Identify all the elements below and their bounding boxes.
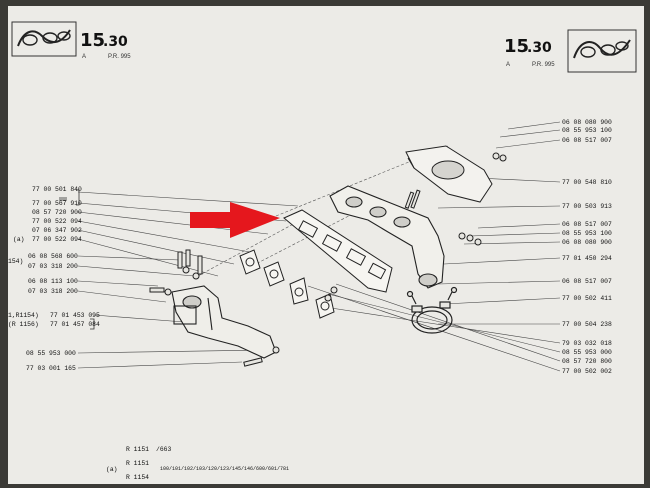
- part-number-label[interactable]: 77 00 504 238: [562, 321, 612, 328]
- applicability-table: R 1151 /663 R 1151 (a) 100/101/102/103/1…: [104, 446, 294, 484]
- footer-model: R 1151: [126, 446, 150, 453]
- footer-value: 100/101/102/103/120/123/145/146/600/601/…: [160, 466, 290, 472]
- part-number-label[interactable]: 77 00 548 810: [562, 179, 612, 186]
- intake-manifold: [171, 285, 277, 359]
- part-number-label[interactable]: 77 03 001 165: [26, 365, 76, 372]
- engine-thumbnail-icon-right: [567, 29, 637, 73]
- part-number-label[interactable]: 08 55 953 100: [562, 230, 612, 237]
- part-number-label[interactable]: 77 01 450 294: [562, 255, 612, 262]
- footer-model: R 1151: [126, 460, 150, 467]
- part-number-label[interactable]: 07 03 318 200: [28, 288, 78, 295]
- part-number-label[interactable]: 77 00 567 910: [32, 200, 82, 207]
- part-number-label[interactable]: 77 00 522 094: [32, 236, 82, 243]
- header-left: 15 .30 A P.R. 995: [8, 6, 148, 66]
- part-number-label[interactable]: 06 08 517 007: [562, 278, 612, 285]
- footer-value: /663: [156, 446, 172, 453]
- part-number-label[interactable]: 07 06 347 902: [32, 227, 82, 234]
- section-subnumber: .30: [103, 34, 128, 50]
- label-brackets: [59, 189, 95, 330]
- footer-prefix: (a): [106, 466, 118, 473]
- section-number: 15: [80, 30, 106, 51]
- part-number-label[interactable]: 06 08 080 900: [562, 119, 612, 126]
- part-number-label[interactable]: 77 01 457 084: [50, 321, 100, 328]
- part-number-label[interactable]: 08 57 720 900: [32, 209, 82, 216]
- exhaust-manifold: [329, 185, 445, 289]
- part-number-label[interactable]: 79 03 032 018: [562, 340, 612, 347]
- studs-bolts: [149, 152, 507, 367]
- variant-label: A: [82, 54, 87, 60]
- part-number-label[interactable]: 08 55 953 000: [562, 349, 612, 356]
- part-number-label[interactable]: 06 08 517 007: [562, 137, 612, 144]
- part-prefix: 1,R1154): [8, 312, 39, 319]
- part-number-label[interactable]: 08 55 953 100: [562, 127, 612, 134]
- part-number-label[interactable]: 77 01 453 095: [50, 312, 100, 319]
- part-number-label[interactable]: 06 08 517 007: [562, 221, 612, 228]
- ref-label-right: P.R. 995: [532, 62, 555, 68]
- part-number-label[interactable]: 06 08 080 900: [562, 239, 612, 246]
- heat-shield: [405, 145, 493, 203]
- part-prefix: (a): [13, 236, 25, 243]
- part-number-label[interactable]: 06 08 113 100: [28, 278, 78, 285]
- engine-thumbnail-icon: [11, 21, 77, 57]
- section-number-right: 15: [504, 36, 530, 57]
- part-prefix: 154): [8, 258, 24, 265]
- part-number-label[interactable]: 77 00 502 411: [562, 295, 612, 302]
- flange-gaskets: [239, 249, 335, 319]
- part-number-label[interactable]: 77 00 502 002: [562, 368, 612, 375]
- ref-label: P.R. 995: [108, 54, 131, 60]
- exhaust-clamp: [406, 286, 458, 334]
- part-number-label[interactable]: 07 03 318 200: [28, 263, 78, 270]
- leader-lines-left: [77, 191, 299, 369]
- part-number-label[interactable]: 77 00 501 840: [32, 186, 82, 193]
- red-arrow-icon: [190, 202, 280, 238]
- manifold-gasket: [283, 209, 393, 293]
- header-right: 15 .30 A P.R. 995: [498, 26, 644, 86]
- parts-sheet: 15 .30 A P.R. 995 15 .30 A P.R. 995: [8, 6, 644, 484]
- footer-model: R 1154: [126, 474, 150, 481]
- part-number-label[interactable]: 06 08 568 600: [28, 253, 78, 260]
- part-number-label[interactable]: 08 55 953 000: [26, 350, 76, 357]
- part-number-label[interactable]: 77 00 522 094: [32, 218, 82, 225]
- exploded-diagram: [59, 121, 561, 372]
- section-subnumber-right: .30: [527, 40, 552, 56]
- part-number-label[interactable]: 77 00 503 913: [562, 203, 612, 210]
- part-prefix: (R 1156): [8, 321, 39, 328]
- variant-label-right: A: [506, 62, 511, 68]
- part-number-label[interactable]: 08 57 720 800: [562, 358, 612, 365]
